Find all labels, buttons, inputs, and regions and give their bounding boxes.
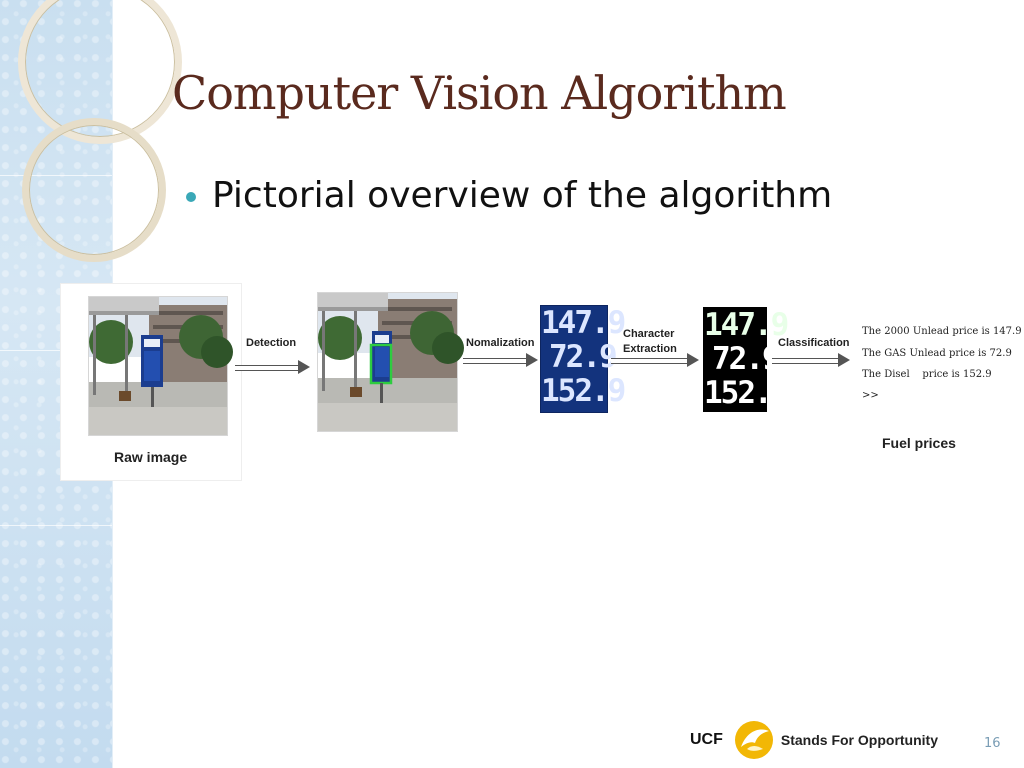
ucf-slogan: Stands For Opportunity <box>780 732 938 748</box>
sign-price-1: 147.9 <box>541 305 626 341</box>
bullet-text: Pictorial overview of the algorithm <box>212 175 833 216</box>
output-line: The 2000 Unlead price is 147.9 <box>862 326 1022 337</box>
slide-title: Computer Vision Algorithm <box>172 66 787 120</box>
output-line: The GAS Unlead price is 72.9 <box>862 348 1012 359</box>
normalization-label: Nomalization <box>466 337 535 349</box>
extracted-price-3: 152.9 <box>704 375 789 411</box>
ucf-footer-logo: UCF Stands For Opportunity <box>690 720 980 760</box>
raw-image-photo <box>88 296 233 436</box>
raw-image-label: Raw image <box>114 449 188 465</box>
detection-label: Detection <box>246 337 297 349</box>
page-number: 16 <box>984 736 1001 751</box>
bullet-item: Pictorial overview of the algorithm <box>186 175 832 216</box>
ucf-wordmark: UCF <box>690 731 723 748</box>
detection-result-photo <box>317 292 464 432</box>
pegasus-logo-icon <box>733 719 775 761</box>
character-extraction-arrow-icon <box>611 353 699 367</box>
sidebar-divider <box>0 525 112 526</box>
classification-label: Classification <box>778 337 850 349</box>
detection-arrow-icon <box>235 360 310 374</box>
sign-price-2: 72.9 <box>549 339 618 375</box>
extracted-price-2: 72.9 <box>712 341 781 377</box>
fuel-prices-label: Fuel prices <box>882 435 956 451</box>
output-line: The Disel price is 152.9 <box>862 369 992 380</box>
extracted-price-1: 147.9 <box>704 307 789 343</box>
output-prompt: >> <box>862 390 879 401</box>
normalization-arrow-icon <box>463 353 538 367</box>
character-extraction-label-line2: Extraction <box>623 343 677 355</box>
sign-price-3: 152.9 <box>541 373 626 409</box>
decorative-ring <box>22 118 166 262</box>
normalized-sign-image: 147.9 72.9 152.9 <box>540 305 626 413</box>
character-extraction-label-line1: Character <box>623 328 675 340</box>
extracted-characters-image: 147.9 72.9 152.9 <box>703 307 789 412</box>
bullet-dot-icon <box>186 191 196 202</box>
sidebar-divider <box>0 350 112 351</box>
classification-arrow-icon <box>772 353 850 367</box>
